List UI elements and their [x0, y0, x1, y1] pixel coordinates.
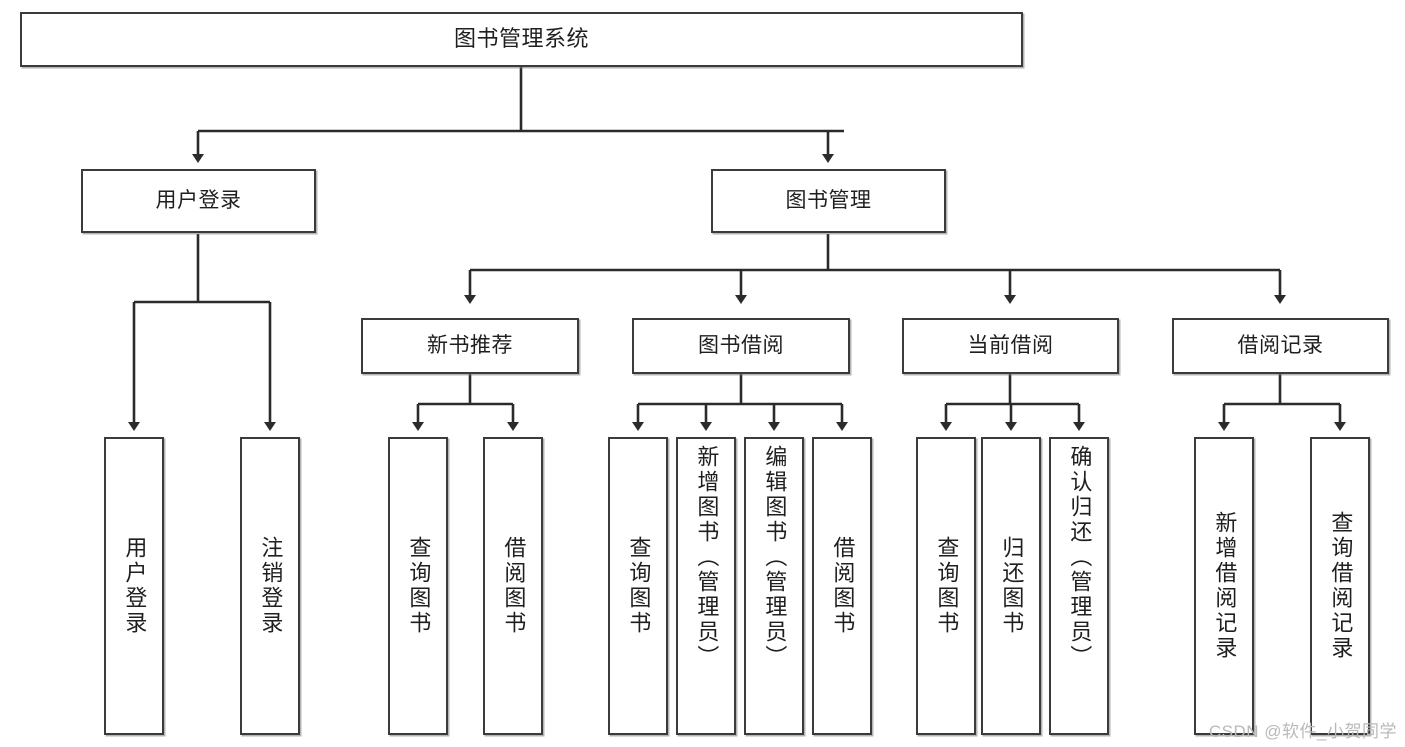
node-label: 查询图书 — [626, 536, 652, 636]
leaf-borrow-record-add-record[interactable]: 新增借阅记录 — [1194, 437, 1254, 735]
node-label: 借阅记录 — [1237, 333, 1324, 357]
node-user-login[interactable]: 用户登录 — [81, 169, 316, 233]
leaf-user-login-login[interactable]: 用户登录 — [104, 437, 164, 735]
leaf-book-borrow-query-book[interactable]: 查询图书 — [608, 437, 668, 735]
leaf-book-borrow-borrow-book[interactable]: 借阅图书 — [812, 437, 872, 735]
leaf-current-borrow-confirm-return[interactable]: 确认归还（管理员） — [1049, 437, 1109, 735]
node-label: 查询图书 — [934, 536, 960, 636]
node-label: 图书管理 — [785, 188, 872, 212]
node-current-borrow[interactable]: 当前借阅 — [902, 318, 1119, 374]
node-label: 查询借阅记录 — [1328, 511, 1354, 661]
leaf-current-borrow-return-book[interactable]: 归还图书 — [981, 437, 1041, 735]
node-label: 编辑图书（管理员） — [762, 445, 788, 670]
leaf-new-book-query-book[interactable]: 查询图书 — [388, 437, 448, 735]
node-label: 当前借阅 — [967, 333, 1054, 357]
leaf-book-borrow-add-book[interactable]: 新增图书（管理员） — [676, 437, 736, 735]
node-label: 查询图书 — [406, 536, 432, 636]
node-new-book-recommend[interactable]: 新书推荐 — [361, 318, 579, 374]
node-root-system[interactable]: 图书管理系统 — [20, 12, 1023, 67]
leaf-current-borrow-query-book[interactable]: 查询图书 — [916, 437, 976, 735]
node-book-borrow[interactable]: 图书借阅 — [632, 318, 850, 374]
node-label: 借阅图书 — [501, 536, 527, 636]
node-label: 注销登录 — [258, 536, 284, 636]
leaf-book-borrow-edit-book[interactable]: 编辑图书（管理员） — [744, 437, 804, 735]
leaf-borrow-record-query-record[interactable]: 查询借阅记录 — [1310, 437, 1370, 735]
node-label: 确认归还（管理员） — [1067, 445, 1093, 670]
node-borrow-record[interactable]: 借阅记录 — [1172, 318, 1389, 374]
leaf-new-book-borrow-book[interactable]: 借阅图书 — [483, 437, 543, 735]
node-label: 新增借阅记录 — [1212, 511, 1238, 661]
watermark-text: CSDN @软件_小贺同学 — [1208, 722, 1397, 741]
node-label: 图书借阅 — [698, 333, 784, 357]
leaf-user-login-logout[interactable]: 注销登录 — [240, 437, 300, 735]
node-label: 图书管理系统 — [453, 26, 589, 52]
node-label: 新书推荐 — [427, 333, 513, 357]
node-label: 借阅图书 — [830, 536, 856, 636]
node-book-management[interactable]: 图书管理 — [711, 169, 946, 233]
node-label: 用户登录 — [155, 188, 242, 212]
node-label: 归还图书 — [999, 536, 1025, 636]
node-label: 新增图书（管理员） — [694, 445, 720, 670]
node-label: 用户登录 — [122, 536, 148, 636]
